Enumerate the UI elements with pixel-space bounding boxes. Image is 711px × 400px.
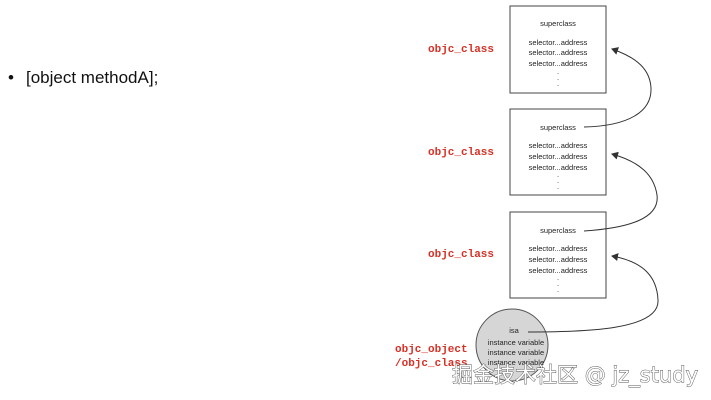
class-box-2-superclass: superclass: [540, 226, 576, 235]
class-box-0-entry-1: selector...address: [529, 48, 588, 57]
class-box-1-label: objc_class: [428, 147, 494, 159]
class-box-0-entry-2: selector...address: [529, 59, 588, 68]
object-variable-1: instance variable: [488, 348, 544, 357]
class-box-1-superclass: superclass: [540, 123, 576, 132]
class-box-2-ellipsis-2: .: [557, 285, 559, 294]
class-box-0-ellipsis-1: .: [557, 73, 559, 82]
class-box-2-frame: [509, 211, 607, 299]
class-box-0: superclass selector...address selector..…: [428, 5, 607, 94]
object-label-0: objc_object: [395, 344, 468, 356]
class-box-2: superclass selector...address selector..…: [428, 211, 607, 299]
object-instance: isa instance variable instance variable …: [395, 308, 549, 382]
class-box-1-ellipsis-2: .: [557, 182, 559, 191]
class-box-2-ellipsis-0: .: [557, 273, 559, 282]
object-variable-0: instance variable: [488, 338, 544, 347]
class-box-1-entry-1: selector...address: [529, 152, 588, 161]
object-label-1: /objc_class: [395, 358, 468, 370]
object-instance-circle: [475, 308, 549, 382]
class-box-2-ellipsis-1: .: [557, 279, 559, 288]
isa-arrow: [527, 253, 659, 333]
bullet-text: [object methodA];: [26, 68, 158, 87]
object-variable-2: instance variable: [488, 358, 544, 367]
class-box-2-label: objc_class: [428, 249, 494, 261]
class-box-0-ellipsis-0: .: [557, 67, 559, 76]
object-isa: isa: [509, 326, 519, 335]
class-box-0-frame: [509, 5, 607, 94]
class-box-1-frame: [509, 108, 607, 196]
watermark: 掘金技术社区 @ jz_study: [452, 363, 698, 388]
class-box-1-entry-0: selector...address: [529, 141, 588, 150]
class-box-1: superclass selector...address selector..…: [428, 108, 607, 196]
class-box-1-ellipsis-0: .: [557, 170, 559, 179]
superclass-arrow-upper: [583, 47, 652, 128]
class-box-1-ellipsis-1: .: [557, 176, 559, 185]
class-box-2-entry-0: selector...address: [529, 244, 588, 253]
class-box-0-entry-0: selector...address: [529, 38, 588, 47]
class-box-2-entry-2: selector...address: [529, 266, 588, 275]
class-box-1-entry-2: selector...address: [529, 163, 588, 172]
class-box-0-superclass: superclass: [540, 19, 576, 28]
bullet-glyph: •: [8, 68, 14, 87]
superclass-arrow-lower: [583, 151, 658, 232]
class-box-0-ellipsis-2: .: [557, 79, 559, 88]
class-box-2-entry-1: selector...address: [529, 255, 588, 264]
class-box-0-label: objc_class: [428, 44, 494, 56]
